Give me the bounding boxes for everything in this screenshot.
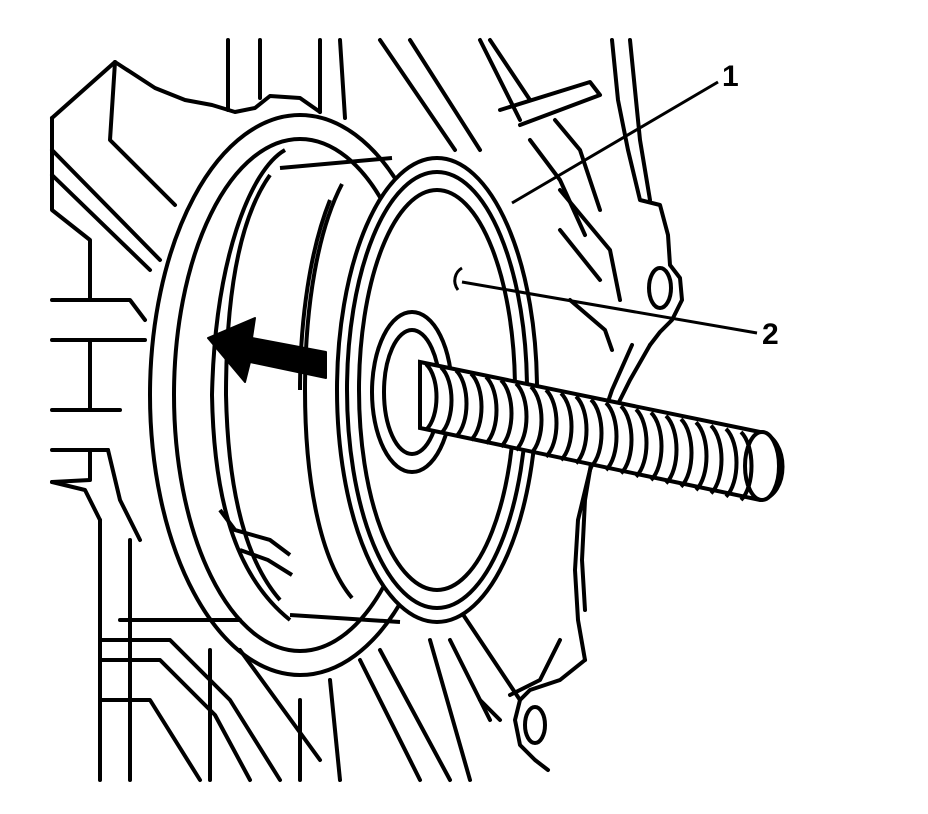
callout-label-2: 2: [762, 318, 779, 351]
rod-threads: [424, 362, 754, 502]
thread-crest: [634, 407, 649, 479]
thread-crest: [559, 391, 574, 462]
housing-casting: [50, 38, 684, 782]
thread-crest: [739, 430, 754, 502]
thread-crest: [469, 372, 484, 442]
thread-crest: [679, 417, 694, 489]
thread-crest: [574, 394, 589, 465]
thread-crest: [514, 381, 529, 452]
callout-leader-1: [511, 80, 719, 205]
callout-label-1: 1: [722, 60, 739, 93]
thread-crest: [439, 365, 454, 435]
thread-crest: [499, 378, 514, 449]
thread-crest: [619, 404, 634, 475]
callout-leader-2: [461, 280, 758, 335]
thread-crest: [724, 427, 739, 499]
thread-crest: [694, 420, 709, 492]
thread-crest: [709, 424, 724, 495]
thread-crest: [589, 398, 604, 469]
thread-crest: [454, 369, 469, 439]
thread-crest: [544, 388, 559, 459]
tool-reference-mark: [453, 266, 463, 291]
thread-crest: [649, 411, 664, 482]
thread-crest: [424, 362, 439, 432]
thread-crest: [529, 385, 544, 455]
arrow-left-icon: [207, 317, 327, 383]
thread-crest: [484, 375, 499, 445]
thread-crest: [604, 401, 619, 472]
thread-crest: [664, 414, 679, 485]
